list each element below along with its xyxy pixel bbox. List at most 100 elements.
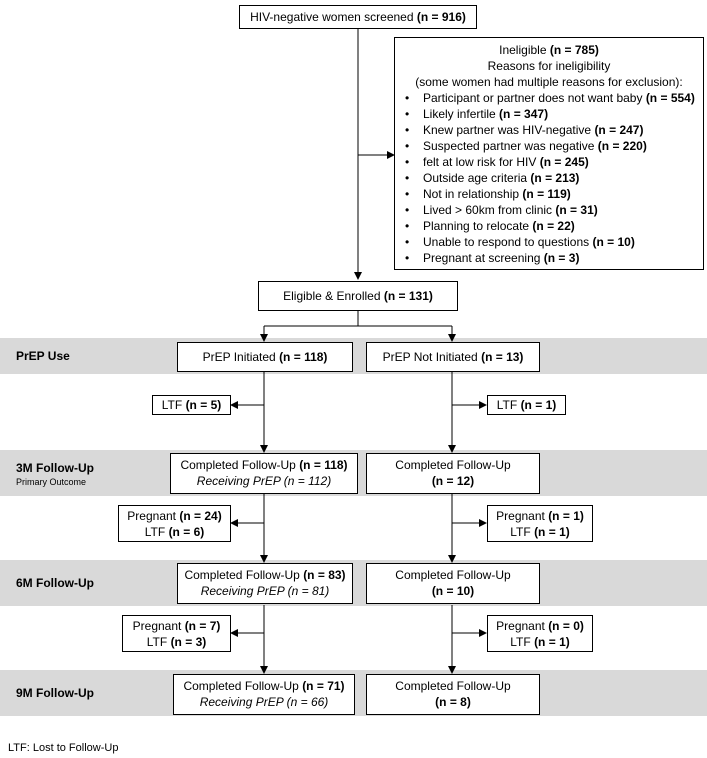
ltf-count: (n = 1) — [534, 635, 570, 649]
ineligible-note: (some women had multiple reasons for exc… — [415, 75, 683, 89]
completed-3m-right-box: Completed Follow-Up (n = 12) — [366, 453, 540, 494]
completed-count: (n = 8) — [435, 695, 471, 709]
loss-box-right-3: Pregnant (n = 0) LTF (n = 1) — [487, 615, 593, 652]
reason-item: Unable to respond to questions (n = 10) — [401, 234, 697, 250]
prep-not-initiated-label: PrEP Not Initiated — [382, 350, 478, 364]
ltf-label: LTF — [510, 635, 531, 649]
prep-initiated-count: (n = 118) — [279, 350, 328, 364]
completed-count: (n = 118) — [299, 458, 348, 472]
reason-count: (n = 10) — [592, 235, 635, 249]
ineligible-title: Ineligible — [499, 43, 547, 57]
reason-label: Planning to relocate — [423, 219, 530, 233]
screened-label: HIV-negative women screened — [250, 10, 414, 24]
reason-count: (n = 554) — [645, 91, 695, 105]
ineligible-subtitle: Reasons for ineligibility — [487, 59, 611, 73]
prep-not-initiated-box: PrEP Not Initiated (n = 13) — [366, 342, 540, 372]
ltf-label: LTF — [144, 525, 166, 539]
loss-box-right-2: Pregnant (n = 1) LTF (n = 1) — [487, 505, 593, 542]
reason-label: Lived > 60km from clinic — [423, 203, 553, 217]
reason-count: (n = 119) — [522, 187, 571, 201]
completed-6m-right-box: Completed Follow-Up (n = 10) — [366, 563, 540, 604]
ltf-label: LTF — [161, 398, 183, 412]
reason-label: Pregnant at screening — [423, 251, 541, 265]
ltf-count: (n = 1) — [520, 398, 557, 412]
reason-count: (n = 245) — [539, 155, 589, 169]
pregnant-count: (n = 7) — [184, 619, 221, 633]
reason-item: Lived > 60km from clinic (n = 31) — [401, 202, 697, 218]
reason-count: (n = 3) — [543, 251, 580, 265]
band-prep-use — [0, 338, 707, 374]
reason-label: felt at low risk for HIV — [423, 155, 537, 169]
ltf-box-left-1: LTF (n = 5) — [152, 395, 231, 415]
prep-initiated-label: PrEP Initiated — [202, 350, 276, 364]
completed-3m-left-box: Completed Follow-Up (n = 118) Receiving … — [170, 453, 358, 494]
completed-label: Completed Follow-Up — [180, 458, 296, 472]
completed-6m-left-box: Completed Follow-Up (n = 83) Receiving P… — [177, 563, 353, 604]
reason-item: Not in relationship (n = 119) — [401, 186, 697, 202]
loss-box-left-2: Pregnant (n = 24) LTF (n = 6) — [118, 505, 231, 542]
stage-label-prep-use: PrEP Use — [16, 349, 70, 363]
pregnant-count: (n = 0) — [548, 619, 584, 633]
footnote: LTF: Lost to Follow-Up — [8, 742, 119, 754]
reason-item: Knew partner was HIV-negative (n = 247) — [401, 122, 697, 138]
receiving-prep-text: Receiving PrEP (n = 112) — [196, 474, 332, 488]
reason-item: Pregnant at screening (n = 3) — [401, 250, 697, 266]
completed-label: Completed Follow-Up — [184, 568, 300, 582]
prep-not-initiated-count: (n = 13) — [481, 350, 524, 364]
prep-initiated-box: PrEP Initiated (n = 118) — [177, 342, 353, 372]
reason-count: (n = 347) — [499, 107, 549, 121]
ltf-count: (n = 5) — [185, 398, 222, 412]
completed-label: Completed Follow-Up — [395, 568, 511, 582]
ineligible-box: Ineligible (n = 785) Reasons for ineligi… — [394, 37, 704, 270]
stage-sublabel-primary-outcome: Primary Outcome — [16, 477, 87, 487]
screened-box: HIV-negative women screened (n = 916) — [239, 5, 477, 29]
completed-count: (n = 10) — [431, 584, 475, 598]
reason-count: (n = 247) — [594, 123, 644, 137]
reason-item: Planning to relocate (n = 22) — [401, 218, 697, 234]
enrolled-box: Eligible & Enrolled (n = 131) — [258, 281, 458, 311]
ltf-count: (n = 6) — [168, 525, 205, 539]
ineligible-count: (n = 785) — [549, 43, 599, 57]
reason-label: Participant or partner does not want bab… — [423, 91, 643, 105]
reason-item: Suspected partner was negative (n = 220) — [401, 138, 697, 154]
reason-label: Knew partner was HIV-negative — [423, 123, 592, 137]
reason-count: (n = 31) — [555, 203, 598, 217]
completed-label: Completed Follow-Up — [183, 679, 299, 693]
ltf-count: (n = 3) — [170, 635, 207, 649]
pregnant-count: (n = 1) — [548, 509, 584, 523]
completed-count: (n = 71) — [302, 679, 345, 693]
enrolled-label: Eligible & Enrolled — [283, 289, 381, 303]
pregnant-label: Pregnant — [127, 509, 176, 523]
ltf-label: LTF — [510, 525, 531, 539]
ltf-count: (n = 1) — [534, 525, 570, 539]
ineligibility-reason-list: Participant or partner does not want bab… — [401, 90, 697, 266]
reason-item: Participant or partner does not want bab… — [401, 90, 697, 106]
reason-item: Likely infertile (n = 347) — [401, 106, 697, 122]
receiving-prep-text: Receiving PrEP (n = 66) — [199, 695, 329, 709]
stage-label-3m: 3M Follow-Up — [16, 461, 94, 475]
reason-count: (n = 22) — [532, 219, 575, 233]
completed-count: (n = 83) — [303, 568, 346, 582]
pregnant-count: (n = 24) — [179, 509, 222, 523]
completed-label: Completed Follow-Up — [395, 458, 511, 472]
reason-label: Suspected partner was negative — [423, 139, 595, 153]
reason-count: (n = 220) — [597, 139, 647, 153]
reason-label: Likely infertile — [423, 107, 496, 121]
ltf-label: LTF — [146, 635, 168, 649]
reason-count: (n = 213) — [530, 171, 580, 185]
enrolled-count: (n = 131) — [383, 289, 433, 303]
screened-count: (n = 916) — [416, 10, 466, 24]
reason-label: Unable to respond to questions — [423, 235, 590, 249]
loss-box-left-3: Pregnant (n = 7) LTF (n = 3) — [122, 615, 231, 652]
band-6m — [0, 560, 707, 606]
completed-label: Completed Follow-Up — [395, 679, 511, 693]
receiving-prep-text: Receiving PrEP (n = 81) — [200, 584, 330, 598]
pregnant-label: Pregnant — [496, 509, 545, 523]
stage-label-6m: 6M Follow-Up — [16, 576, 94, 590]
reason-label: Not in relationship — [423, 187, 520, 201]
pregnant-label: Pregnant — [496, 619, 545, 633]
ltf-label: LTF — [496, 398, 518, 412]
completed-9m-right-box: Completed Follow-Up (n = 8) — [366, 674, 540, 715]
reason-item: felt at low risk for HIV (n = 245) — [401, 154, 697, 170]
